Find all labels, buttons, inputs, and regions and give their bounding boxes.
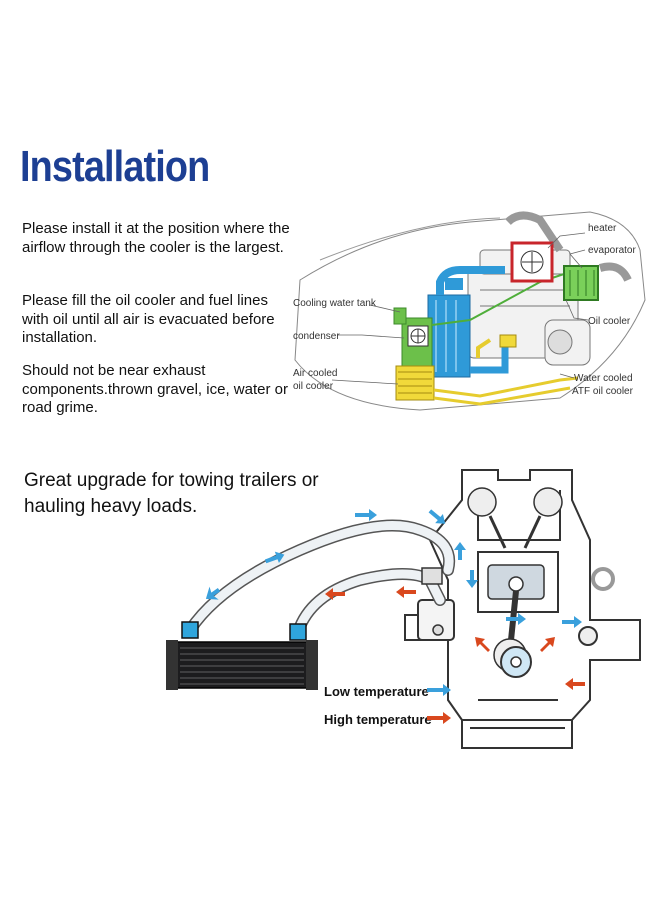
label-air-cooled-1: Air cooled — [293, 368, 337, 379]
oil-pump-gear — [500, 646, 532, 678]
condenser — [393, 307, 433, 367]
high-temp-flow-arrows — [325, 586, 585, 690]
instruction-airflow: Please install it at the position where … — [22, 220, 290, 256]
evaporator — [563, 265, 599, 301]
label-oil-cooler: Oil cooler — [588, 316, 631, 327]
engine-bay-diagram: heater evaporator Cooling water tank Oil… — [293, 211, 646, 411]
hose-fitting-engine — [421, 567, 443, 585]
hose-fitting-right — [289, 623, 307, 641]
label-water-cooled-2: ATF oil cooler — [572, 386, 634, 397]
label-evaporator: evaporator — [588, 245, 636, 256]
legend-high-label: High temperature — [324, 712, 432, 727]
air-cooled-oil-cooler — [395, 334, 579, 406]
label-cooling-water-tank: Cooling water tank — [293, 298, 377, 309]
cooling-water-circuit — [427, 266, 509, 378]
temperature-legend: Low temperature High temperature — [324, 684, 451, 727]
oil-cooler — [166, 640, 318, 690]
washer-ring — [591, 567, 615, 591]
label-air-cooled-2: oil cooler — [293, 381, 334, 392]
low-temp-flow-arrows — [205, 509, 582, 628]
instruction-placement: Should not be near exhaust components.th… — [22, 362, 288, 416]
hose-fitting-left — [181, 621, 199, 639]
legend-low-arrow-icon — [427, 684, 451, 696]
instruction-fill-oil: Please fill the oil cooler and fuel line… — [22, 292, 275, 346]
label-water-cooled-1: Water cooled — [574, 373, 633, 384]
oil-hoses — [181, 519, 456, 641]
label-condenser: condenser — [293, 331, 340, 342]
oil-flow-diagram: Low temperature High temperature — [166, 469, 641, 749]
legend-low-label: Low temperature — [324, 684, 429, 699]
upgrade-text: Great upgrade for towing trailers or hau… — [24, 470, 319, 517]
heater — [510, 241, 554, 283]
valve-train — [467, 487, 563, 549]
legend-high-arrow-icon — [427, 712, 451, 724]
page-title: Installation — [20, 142, 210, 191]
label-heater: heater — [588, 223, 617, 234]
